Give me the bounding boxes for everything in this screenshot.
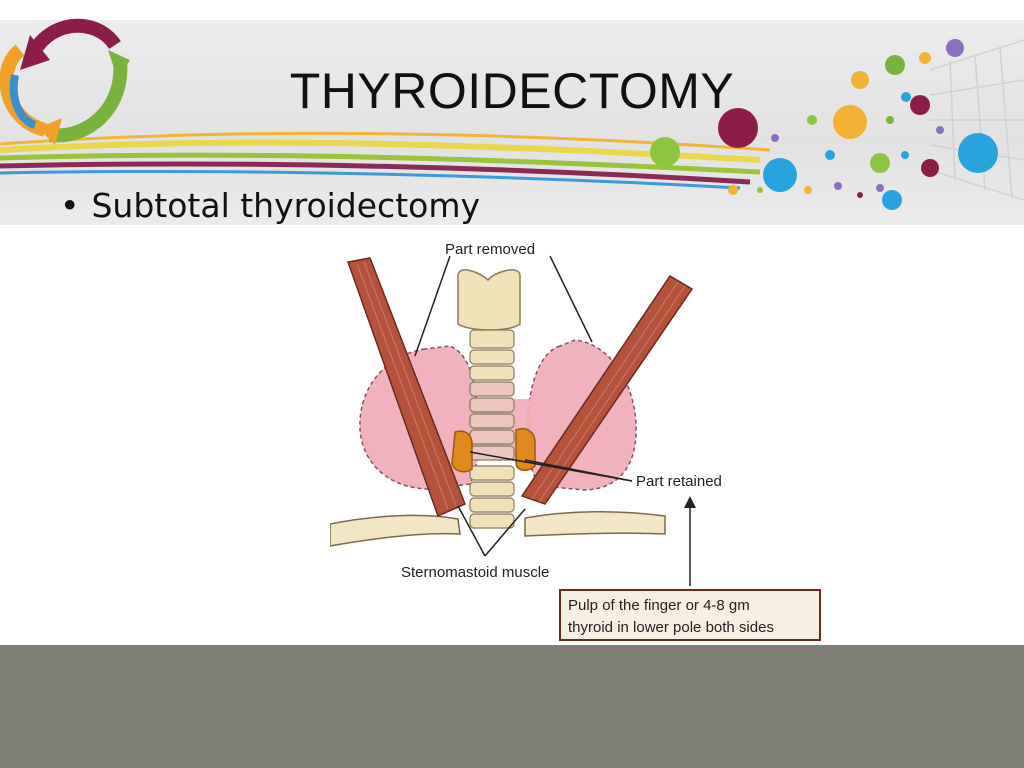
right-clavicle (524, 511, 666, 537)
sternomastoid-muscle-right (520, 274, 694, 505)
bullet-text: Subtotal thyroidectomy (91, 186, 481, 225)
left-clavicle (329, 514, 461, 547)
label-sternomastoid: Sternomastoid muscle (401, 564, 549, 581)
footer-band (0, 645, 1024, 768)
logo-arrows-icon (0, 18, 130, 145)
note-line-2: thyroid in lower pole both sides (568, 619, 774, 636)
label-part-removed: Part removed (445, 241, 535, 258)
bullet-dot-icon: • (60, 186, 80, 225)
retained-part-left (451, 430, 473, 473)
note-box (559, 589, 821, 641)
note-line-1: Pulp of the finger or 4-8 gm (568, 597, 750, 614)
arrow-head-icon (684, 496, 696, 508)
thyroidectomy-diagram: Part removed Part retained Sternomastoid… (329, 234, 830, 646)
decorative-dots (650, 39, 998, 210)
bullet-item: • Subtotal thyroidectomy (60, 186, 480, 225)
thyroid-cartilage (457, 269, 521, 331)
label-part-retained: Part retained (636, 473, 722, 490)
slide-title: THYROIDECTOMY (289, 63, 735, 119)
trachea (469, 329, 515, 529)
header-decoration (0, 18, 1024, 210)
retained-part-right (515, 428, 536, 471)
